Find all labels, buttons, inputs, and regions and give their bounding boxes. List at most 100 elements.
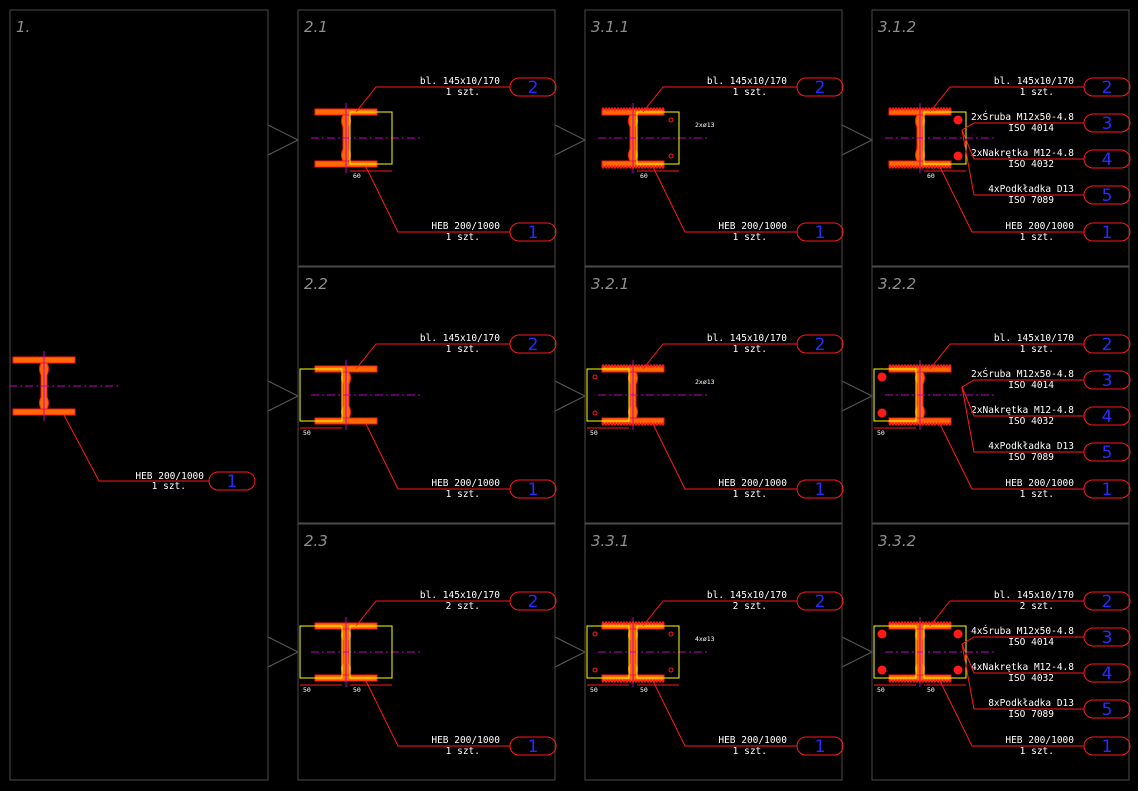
item-number: 5 xyxy=(1102,700,1113,720)
dimension-text: 50 xyxy=(877,686,885,694)
leader-line xyxy=(961,643,1084,674)
flow-arrow-line xyxy=(554,124,587,156)
leader-line xyxy=(642,343,797,370)
leader-line xyxy=(961,129,1084,160)
flow-arrow-line xyxy=(267,124,300,156)
item-number: 2 xyxy=(1102,592,1113,612)
part-label: 2xŚruba M12x50-4.8 xyxy=(971,368,1074,380)
item-number: 2 xyxy=(528,335,539,355)
hole-symbol xyxy=(592,631,598,637)
flow-arrow-line xyxy=(267,636,300,668)
item-number: 1 xyxy=(1102,480,1113,500)
dimension-text: 50 xyxy=(303,686,311,694)
panel-title: 3.1.1 xyxy=(591,18,629,36)
end-plate xyxy=(586,368,630,422)
part-label: HEB 200/1000 xyxy=(1005,735,1074,746)
dimension-text: 50 xyxy=(590,429,598,437)
part-qty: 1 szt. xyxy=(1020,746,1054,757)
leader-line xyxy=(961,122,1084,131)
flow-arrow xyxy=(554,380,587,412)
panel-title: 3.2.1 xyxy=(591,275,629,293)
item-number: 1 xyxy=(1102,223,1113,243)
part-qty: 2 szt. xyxy=(733,601,767,612)
part-label: HEB 200/1000 xyxy=(431,221,500,232)
panel-title: 3.1.2 xyxy=(878,18,916,36)
dimension-text: 50 xyxy=(303,429,311,437)
panel-frame xyxy=(584,523,843,781)
item-number: 1 xyxy=(227,472,238,492)
part-label: bl. 145x10/170 xyxy=(994,333,1074,344)
panel-frame xyxy=(584,266,843,524)
item-number: 1 xyxy=(815,737,826,757)
item-number: 1 xyxy=(528,223,539,243)
part-label: bl. 145x10/170 xyxy=(707,590,787,601)
flow-arrow xyxy=(267,380,300,412)
part-label: 4xPodkładka D13 xyxy=(988,184,1074,195)
end-plate xyxy=(636,625,680,679)
dimension-text: 60 xyxy=(640,172,648,180)
item-number: 5 xyxy=(1102,186,1113,206)
flow-arrow xyxy=(841,636,874,668)
panel-frame xyxy=(297,523,556,781)
part-label: 4xNakrętka M12-4.8 xyxy=(971,662,1074,673)
item-number: 1 xyxy=(815,223,826,243)
item-number: 2 xyxy=(1102,78,1113,98)
bolt-symbol xyxy=(877,408,887,418)
part-label: HEB 200/1000 xyxy=(1005,221,1074,232)
bolt-symbol xyxy=(953,629,963,639)
panel-title: 2.2 xyxy=(304,275,328,293)
leader-line xyxy=(961,643,1084,710)
part-label: HEB 200/1000 xyxy=(431,735,500,746)
item-number: 4 xyxy=(1102,150,1113,170)
item-number: 1 xyxy=(1102,737,1113,757)
item-number: 4 xyxy=(1102,407,1113,427)
hole-symbol xyxy=(668,631,674,637)
dimension-text: 50 xyxy=(640,686,648,694)
item-number: 5 xyxy=(1102,443,1113,463)
flow-arrow-line xyxy=(267,380,300,412)
part-label: bl. 145x10/170 xyxy=(994,590,1074,601)
hole-symbol xyxy=(668,153,674,159)
item-number: 1 xyxy=(815,480,826,500)
part-label: HEB 200/1000 xyxy=(718,478,787,489)
panel-frame xyxy=(297,9,556,267)
leader-line xyxy=(365,680,510,747)
part-qty: 2 szt. xyxy=(446,601,480,612)
leader-line xyxy=(961,386,1084,417)
end-plate xyxy=(923,111,967,165)
part-label: bl. 145x10/170 xyxy=(994,76,1074,87)
item-number: 1 xyxy=(528,480,539,500)
leader-line xyxy=(961,379,1084,388)
panel-frame xyxy=(297,266,556,524)
part-label: 4xŚruba M12x50-4.8 xyxy=(971,625,1074,637)
item-number: 2 xyxy=(528,592,539,612)
end-plate xyxy=(299,368,343,422)
part-label: 2xNakrętka M12-4.8 xyxy=(971,405,1074,416)
part-qty: ISO 7089 xyxy=(1008,195,1054,206)
leader-line xyxy=(355,86,510,113)
panel-title: 3.2.2 xyxy=(878,275,916,293)
part-qty: ISO 4014 xyxy=(1008,637,1054,648)
end-plate xyxy=(636,111,680,165)
part-qty: 1 szt. xyxy=(152,481,186,492)
panel-frame xyxy=(871,266,1130,524)
hole-note: 4xø13 xyxy=(695,635,715,643)
leader-line xyxy=(961,636,1084,645)
panel-frame xyxy=(871,9,1130,267)
hole-symbol xyxy=(592,667,598,673)
part-label: HEB 200/1000 xyxy=(135,471,204,482)
bolt-symbol xyxy=(953,665,963,675)
part-qty: 1 szt. xyxy=(733,344,767,355)
leader-line xyxy=(642,86,797,113)
part-qty: 1 szt. xyxy=(733,232,767,243)
part-label: 2xNakrętka M12-4.8 xyxy=(971,148,1074,159)
panel-title: 3.3.1 xyxy=(591,532,629,550)
part-label: bl. 145x10/170 xyxy=(420,76,500,87)
end-plate xyxy=(586,625,630,679)
part-label: bl. 145x10/170 xyxy=(707,333,787,344)
leader-line xyxy=(961,386,1084,453)
